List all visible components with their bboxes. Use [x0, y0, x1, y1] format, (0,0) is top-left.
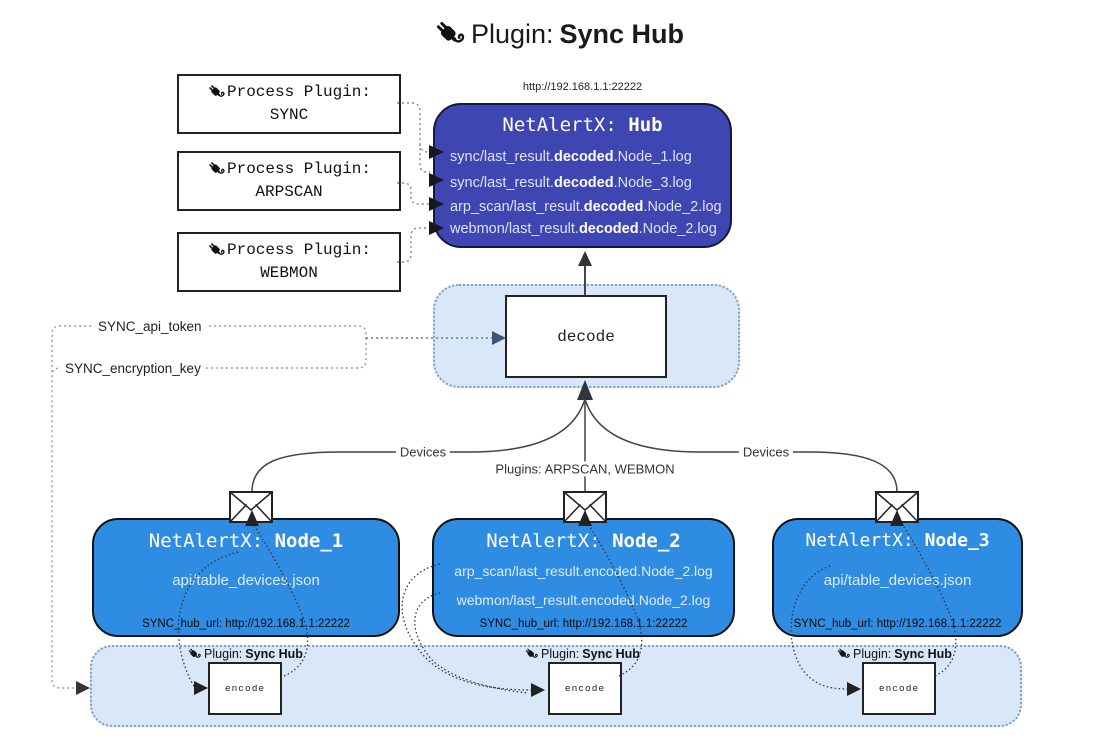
plugins-label: Plugins: ARPSCAN, WEBMON [491, 461, 679, 477]
hub-log-line: arp_scan/last_result.decoded.Node_2.log [450, 199, 722, 215]
hub-title-name: Hub [628, 114, 663, 136]
node-hub-url: SYNC_hub_url: http://192.168.1.1:22222 [479, 618, 688, 630]
sync-encryption-key-label: SYNC_encryption_key [60, 361, 206, 376]
node-file: api/table_devices.json [823, 572, 972, 589]
encode-box-3: encode [862, 662, 936, 715]
process-plugin-box-sync: Process Plugin: SYNC [177, 74, 401, 134]
devices-label-right: Devices [738, 444, 794, 460]
process-plugin-name: WEBMON [260, 264, 318, 282]
decode-box: decode [505, 295, 667, 378]
plugin-to-hub-connectors [397, 102, 430, 263]
devices-label-left: Devices [395, 444, 451, 460]
node-title: NetAlertX: Node_3 [805, 530, 990, 551]
plug-icon [207, 160, 225, 178]
plug-icon [836, 647, 850, 661]
band-in-arrowhead [76, 681, 90, 695]
hub-box: NetAlertX: Hub sync/last_result.decoded.… [433, 103, 732, 248]
process-plugin-label: Process Plugin: [226, 240, 372, 259]
node-file: api/table_devices.json [172, 572, 320, 589]
plug-icon [207, 83, 225, 101]
hub-log-line: sync/last_result.decoded.Node_1.log [450, 149, 692, 165]
node-file: webmon/last_result.encoded.Node_2.log [456, 592, 711, 608]
plug-icon [207, 241, 225, 259]
node-title: NetAlertX: Node_2 [486, 530, 681, 552]
hub-title: NetAlertX: Hub [435, 114, 730, 136]
node-file: arp_scan/last_result.encoded.Node_2.log [454, 563, 713, 579]
node-box-1: NetAlertX: Node_1 api/table_devices.json… [92, 518, 400, 637]
encode-box-1: encode [208, 662, 282, 715]
node-hub-url: SYNC_hub_url: http://192.168.1.1:22222 [793, 618, 1002, 630]
page-title: Plugin: Sync Hub [0, 18, 1117, 50]
sync-api-token-label: SYNC_api_token [93, 319, 207, 334]
title-name: Sync Hub [559, 18, 685, 49]
plug-icon [524, 647, 538, 661]
process-plugin-name: ARPSCAN [255, 183, 323, 201]
process-plugin-box-arpscan: Process Plugin: ARPSCAN [177, 151, 401, 211]
node-box-2: NetAlertX: Node_2 arp_scan/last_result.e… [432, 518, 735, 637]
encode-plugin-label-1: Plugin: Sync Hub [187, 646, 303, 662]
node-box-3: NetAlertX: Node_3 api/table_devices.json… [772, 518, 1023, 637]
process-plugin-label: Process Plugin: [226, 82, 372, 101]
encode-plugin-label-3: Plugin: Sync Hub [836, 646, 952, 662]
process-plugin-name: SYNC [269, 106, 309, 124]
node-hub-url: SYNC_hub_url: http://192.168.1.1:22222 [142, 618, 350, 630]
hub-log-line: webmon/last_result.decoded.Node_2.log [450, 221, 717, 237]
devices-edges [251, 398, 898, 493]
plug-icon [433, 18, 465, 50]
title-prefix: Plugin: [470, 18, 554, 49]
process-plugin-label: Process Plugin: [226, 159, 372, 178]
plug-icon [187, 647, 201, 661]
node-title: NetAlertX: Node_1 [148, 530, 344, 552]
hub-url: http://192.168.1.1:22222 [522, 81, 643, 93]
encode-plugin-label-2: Plugin: Sync Hub [524, 646, 640, 662]
encode-box-2: encode [548, 662, 622, 715]
process-plugin-box-webmon: Process Plugin: WEBMON [177, 232, 401, 292]
hub-title-prefix: NetAlertX: [502, 114, 629, 136]
hub-log-line: sync/last_result.decoded.Node_3.log [450, 175, 692, 191]
